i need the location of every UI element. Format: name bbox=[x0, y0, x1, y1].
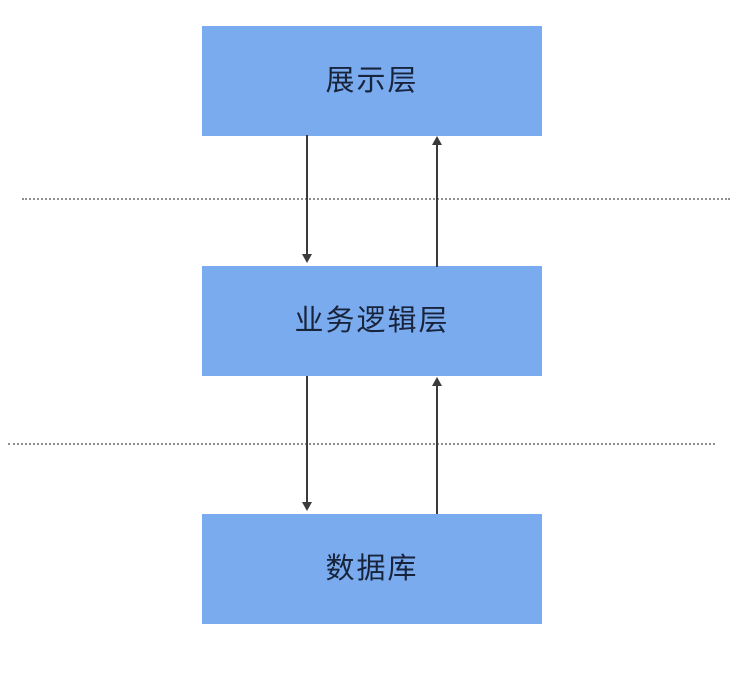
arrow-head-down-icon bbox=[302, 254, 312, 263]
arrow-head-down-icon bbox=[302, 502, 312, 511]
arrow-head-up-icon bbox=[432, 377, 442, 386]
arrow-shaft bbox=[436, 384, 438, 514]
dotted-separator-bottom bbox=[8, 443, 715, 445]
layer-label-presentation: 展示层 bbox=[325, 64, 419, 97]
layer-box-presentation[interactable]: 展示层 bbox=[202, 26, 542, 136]
arrow-database-to-business bbox=[430, 377, 444, 514]
arrow-shaft bbox=[306, 376, 308, 504]
arrow-shaft bbox=[436, 143, 438, 267]
arrow-business-to-database bbox=[300, 376, 314, 511]
layer-label-business: 业务逻辑层 bbox=[294, 304, 450, 337]
arrow-presentation-to-business bbox=[300, 135, 314, 263]
arrow-head-up-icon bbox=[432, 136, 442, 145]
layer-box-database[interactable]: 数据库 bbox=[202, 514, 542, 624]
dotted-separator-top bbox=[22, 198, 730, 200]
arrow-business-to-presentation bbox=[430, 136, 444, 267]
layer-label-database: 数据库 bbox=[325, 552, 419, 585]
arrow-shaft bbox=[306, 135, 308, 256]
layer-box-business[interactable]: 业务逻辑层 bbox=[202, 266, 542, 376]
